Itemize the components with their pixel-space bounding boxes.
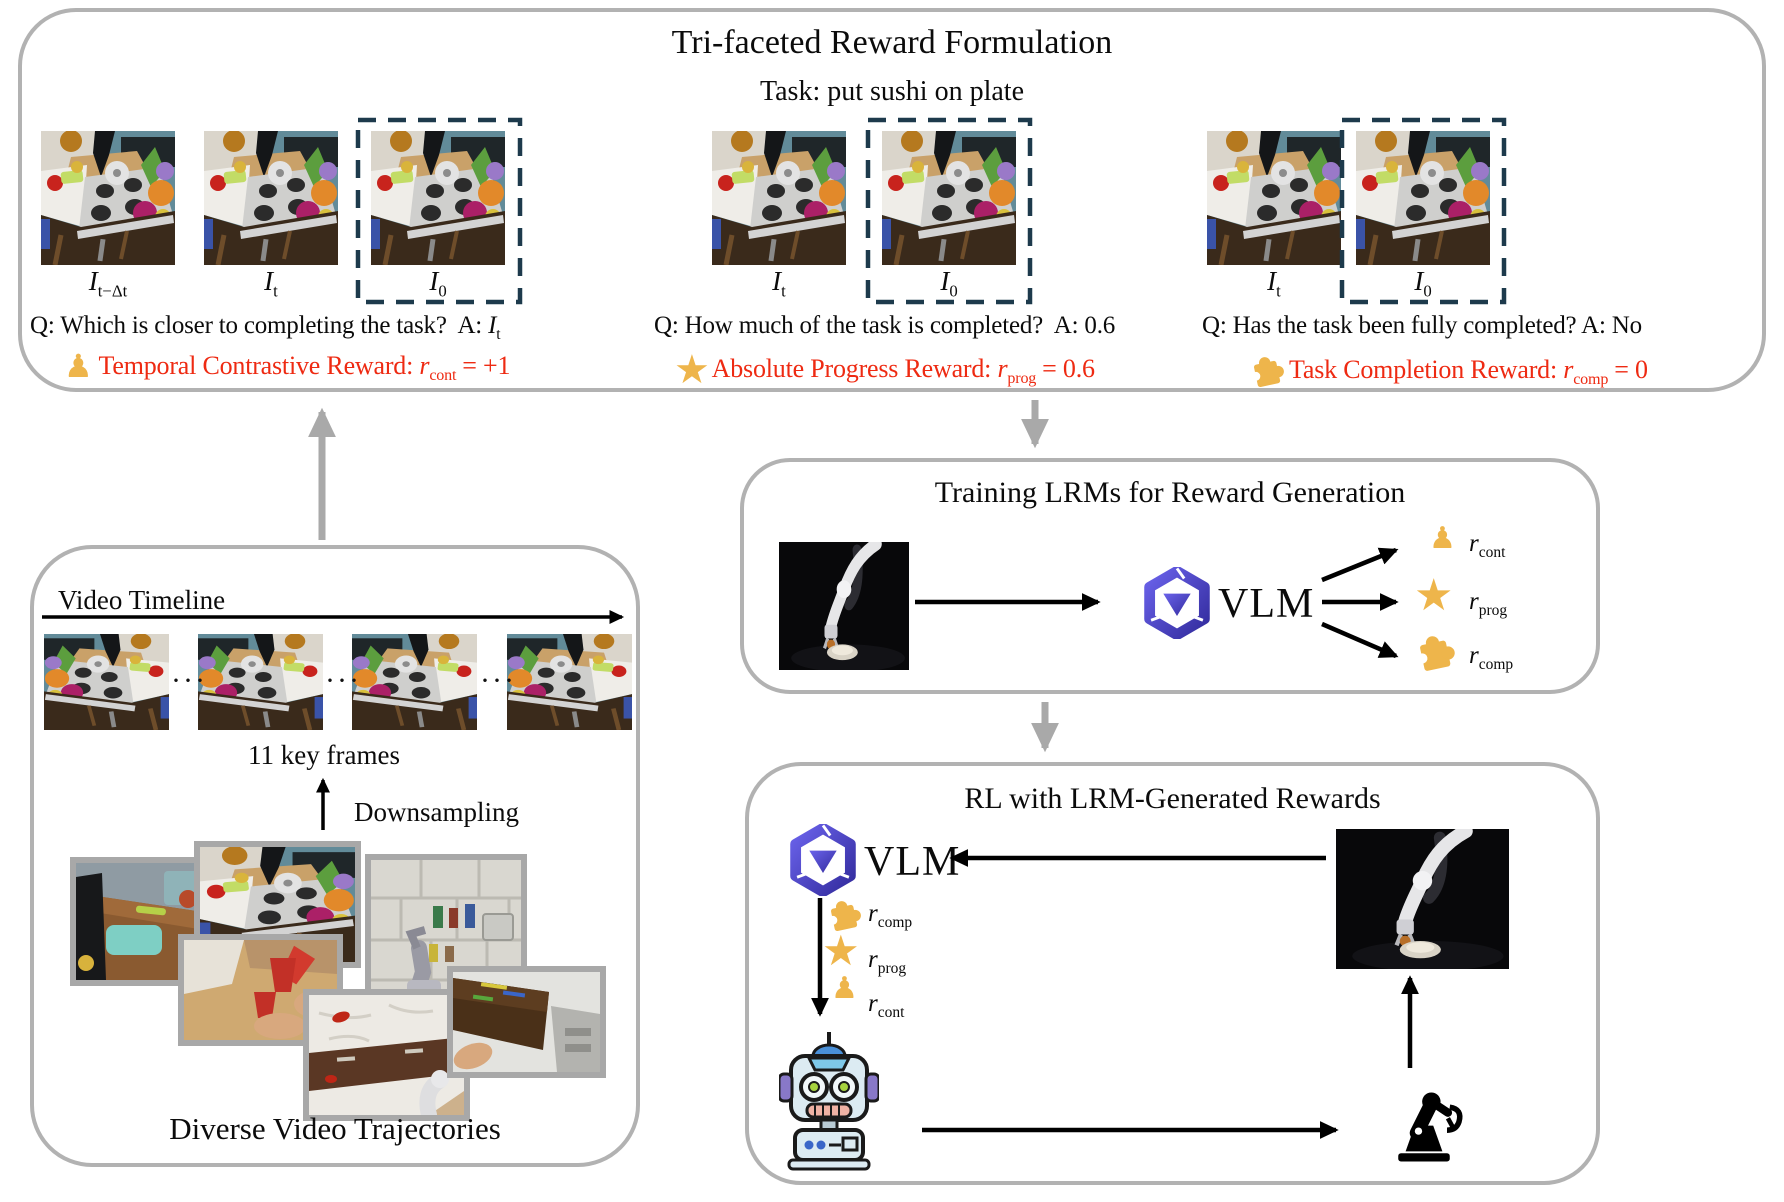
keyframe-image <box>44 634 169 730</box>
ellipsis: ··· <box>171 664 207 697</box>
frame-label: It <box>1267 266 1281 301</box>
frame-label: It <box>772 266 786 301</box>
video-panel-caption: Diverse Video Trajectories <box>169 1111 501 1146</box>
star-icon: ★ <box>674 347 710 393</box>
tri-faceted-reward-panel: Tri-faceted Reward Formulation Task: put… <box>18 8 1766 392</box>
trajectory-thumb-counter <box>303 989 470 1121</box>
vlm-logo <box>787 822 859 898</box>
timeline-label: Video Timeline <box>58 585 226 615</box>
keyframe-image <box>198 634 323 730</box>
pawn-icon: ♟ <box>1429 521 1456 556</box>
kitchen-frame-image <box>1356 131 1490 265</box>
frame-label: I0 <box>940 266 958 301</box>
frame-label: I0 <box>429 266 447 301</box>
robot-arm-icon <box>1378 1078 1470 1164</box>
vlm-logo <box>1141 566 1213 640</box>
rl-panel: RL with LRM-Generated Rewards VLM rcomp … <box>745 762 1600 1185</box>
pawn-icon: ♟ <box>831 971 858 1006</box>
ellipsis: ··· <box>325 664 361 697</box>
panel-title: RL with LRM-Generated Rewards <box>964 782 1381 815</box>
pawn-icon: ♟ <box>64 347 93 385</box>
panel-title: Training LRMs for Reward Generation <box>934 476 1406 509</box>
kitchen-frame-image <box>41 131 175 265</box>
question-line: Q: How much of the task is completed? A:… <box>654 312 1116 339</box>
puzzle-icon <box>1247 350 1285 388</box>
kitchen-frame-image <box>371 131 505 265</box>
reward-item: rcont <box>868 990 905 1021</box>
task-subtitle: Task: put sushi on plate <box>759 76 1025 107</box>
kitchen-frame-image <box>1207 131 1341 265</box>
reward-line: ★Absolute Progress Reward: rprog= 0.6 <box>674 347 1095 393</box>
reward-item: rprog <box>868 946 907 977</box>
robot-observation-image <box>1336 829 1509 969</box>
keyframe-image <box>352 634 477 730</box>
kitchen-frame-image <box>712 131 846 265</box>
kitchen-frame-image <box>882 131 1016 265</box>
keyframe-image <box>507 634 632 730</box>
diverse-video-panel: Video Timeline ··· ··· ··· 11 key frames… <box>30 545 640 1167</box>
reward-output: rprog <box>1469 588 1508 619</box>
downsampling-label: Downsampling <box>354 797 519 827</box>
panel-title: Tri-faceted Reward Formulation <box>671 24 1113 61</box>
robot-icon <box>779 1028 879 1176</box>
frame-label: I0 <box>1414 266 1432 301</box>
vlm-label: VLM <box>1218 581 1315 627</box>
reward-output: rcont <box>1469 530 1506 561</box>
frame-label: It−Δt <box>88 266 128 301</box>
reward-line: Task Completion Reward: rcomp= 0 <box>1247 350 1648 389</box>
star-icon: ★ <box>1414 570 1454 621</box>
frame-label: It <box>264 266 278 301</box>
keyframes-note: 11 key frames <box>248 740 400 770</box>
reward-output: rcomp <box>1469 642 1514 673</box>
question-line: Q: Has the task been fully completed? A:… <box>1202 312 1642 339</box>
question-line: Q: Which is closer to completing the tas… <box>30 312 501 343</box>
ellipsis: ··· <box>480 664 516 697</box>
kitchen-frame-image <box>204 131 338 265</box>
reward-item: rcomp <box>868 900 913 931</box>
robot-observation-image <box>779 542 909 670</box>
vlm-label: VLM <box>864 839 961 885</box>
training-lrm-panel: Training LRMs for Reward Generation VLM … <box>740 458 1600 694</box>
puzzle-icon <box>1412 628 1456 672</box>
star-icon: ★ <box>822 926 860 975</box>
trajectory-thumb-drawer <box>447 966 606 1078</box>
reward-line: ♟Temporal Contrastive Reward: rcont= +1 <box>64 347 511 385</box>
